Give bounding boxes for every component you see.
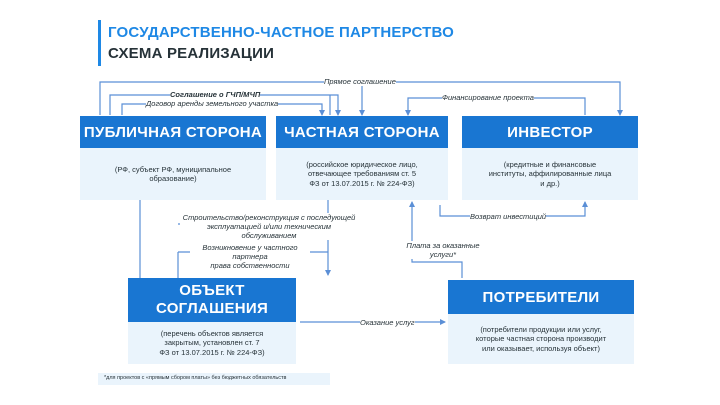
agreement-object-title-2: СОГЛАШЕНИЯ <box>155 300 269 317</box>
construction-label: Строительство/реконструкция с последующе… <box>180 213 358 240</box>
public-side-description: (РФ, субъект РФ, муниципальное образован… <box>80 148 266 200</box>
project-financing-label: Финансирование проекта <box>442 93 534 102</box>
investor-line-3: и др.) <box>540 178 560 188</box>
consumers-line-1: (потребители продукции или услуг, <box>480 324 602 334</box>
public-side-header: ПУБЛИЧНАЯ СТОРОНА <box>80 116 266 148</box>
private-side-description: (российское юридическое лицо, отвечающее… <box>276 148 448 200</box>
construction-label-line-1: Строительство/реконструкция с последующе… <box>182 213 356 222</box>
public-side-line-1: (РФ, субъект РФ, муниципальное <box>114 164 232 174</box>
footnote: *для проектов с «прямым сбором платы» бе… <box>104 375 287 381</box>
agreement-object-header: ОБЪЕКТ СОГЛАШЕНИЯ <box>128 278 296 322</box>
footnote-background <box>98 373 330 385</box>
private-side-line-1: (российское юридическое лицо, <box>306 159 418 169</box>
private-side-header: ЧАСТНАЯ СТОРОНА <box>276 116 448 148</box>
direct-agreement-label: Прямое соглашение <box>324 77 396 86</box>
construction-label-line-2: эксплуатацией и/или техническим обслужив… <box>207 222 331 240</box>
ownership-label-line-2: права собственности <box>210 261 290 270</box>
page-title: ГОСУДАРСТВЕННО-ЧАСТНОЕ ПАРТНЕРСТВО <box>108 24 455 41</box>
ppp-agreement-label: Соглашение о ГЧП/МЧП <box>170 90 261 99</box>
payment-label-line-2: услуги* <box>429 250 457 259</box>
private-side-line-3: ФЗ от 13.07.2015 г. № 224-ФЗ) <box>309 178 415 188</box>
agreement-object-line-3: ФЗ от 13.07.2015 г. № 224-ФЗ) <box>159 347 265 357</box>
public-side-line-2: образование) <box>149 174 197 183</box>
agreement-object-line-1: (перечень объектов является <box>160 328 264 338</box>
payment-label-line-1: Плата за оказанные <box>406 241 480 250</box>
agreement-object-line-2: закрытым, установлен ст. 7 <box>164 338 260 348</box>
consumers-description: (потребители продукции или услуг, которы… <box>448 314 634 364</box>
investor-line-2: институты, аффилированные лица <box>488 169 612 179</box>
consumers-header: ПОТРЕБИТЕЛИ <box>448 280 634 314</box>
payment-label: Плата за оказанные услуги* <box>398 241 488 259</box>
private-side-line-2: отвечающее требованиям ст. 5 <box>307 169 417 179</box>
service-provision-label: Оказание услуг <box>360 318 415 327</box>
investor-description: (кредитные и финансовые институты, аффил… <box>462 148 638 200</box>
page-subtitle: СХЕМА РЕАЛИЗАЦИИ <box>108 45 275 62</box>
ownership-label-line-1: Возникновение у частного партнера <box>202 243 298 261</box>
investor-line-1: (кредитные и финансовые <box>503 159 597 169</box>
land-lease-label: Договор аренды земельного участка <box>146 99 279 108</box>
investor-header: ИНВЕСТОР <box>462 116 638 148</box>
consumers-line-2: которые частная сторона производит <box>475 334 607 344</box>
consumers-line-3: или оказывает, используя объект) <box>482 343 600 353</box>
ownership-label: Возникновение у частного партнера права … <box>190 243 310 270</box>
agreement-object-description: (перечень объектов является закрытым, ус… <box>128 322 296 364</box>
payment-line <box>409 201 463 278</box>
title-accent-bar <box>98 20 101 66</box>
agreement-object-title-1: ОБЪЕКТ <box>179 282 245 299</box>
investment-return-label: Возврат инвестиций <box>470 212 547 221</box>
